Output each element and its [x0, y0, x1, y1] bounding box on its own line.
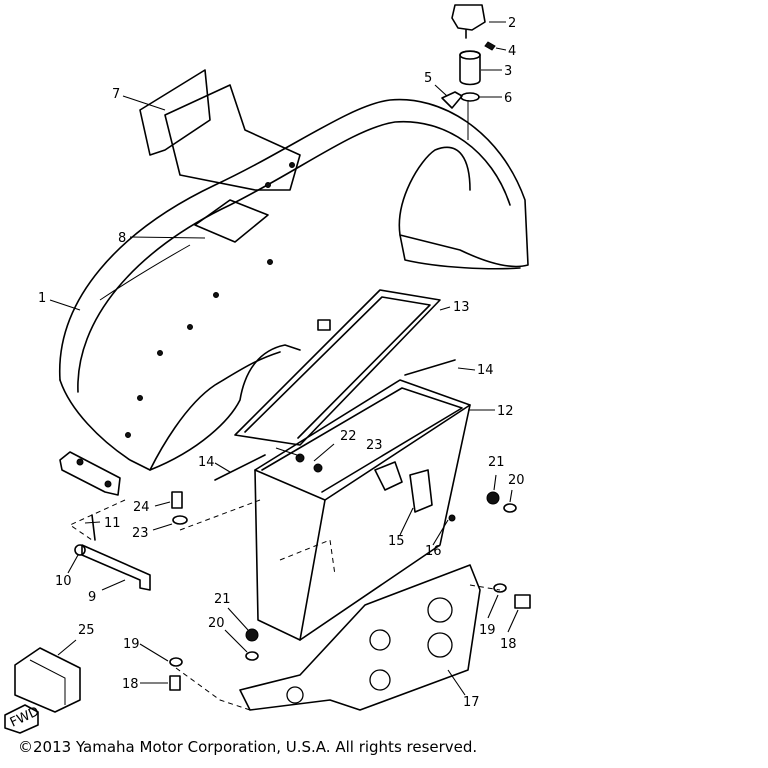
label-part-20a: 20	[208, 616, 225, 631]
label-part-20b: 20	[508, 473, 525, 488]
label-part-18b: 18	[500, 637, 517, 652]
tail-lamp	[4, 647, 81, 734]
label-part-1: 1	[38, 291, 46, 306]
label-part-8: 8	[118, 231, 126, 246]
cap-assembly	[441, 4, 496, 140]
label-part-21b: 21	[488, 455, 505, 470]
rear-fender	[59, 98, 529, 496]
label-part-25: 25	[78, 623, 95, 638]
label-part-19b: 19	[479, 623, 496, 638]
label-part-4: 4	[508, 44, 516, 59]
label-part-6: 6	[504, 91, 512, 106]
label-part-15: 15	[388, 534, 405, 549]
label-part-17: 17	[463, 695, 480, 710]
stay-bracket	[74, 514, 151, 591]
fwd-arrow-label: FWD	[8, 704, 42, 730]
mud-flap	[139, 69, 301, 191]
assembly-lines	[68, 499, 501, 711]
copyright-notice: ©2013 Yamaha Motor Corporation, U.S.A. A…	[18, 738, 478, 756]
label-part-16: 16	[425, 544, 442, 559]
label-part-7: 7	[112, 87, 120, 102]
tool-box	[254, 379, 471, 641]
label-part-3: 3	[504, 64, 512, 79]
label-part-19a: 19	[123, 637, 140, 652]
label-part-21a: 21	[214, 592, 231, 607]
label-part-24: 24	[133, 500, 150, 515]
reflector-plate	[194, 199, 269, 243]
label-part-10: 10	[55, 574, 72, 589]
label-part-2: 2	[508, 16, 516, 31]
label-part-5: 5	[424, 71, 432, 86]
exploded-parts-diagram: 2 4 3 5 6 7 8 1 13 14 12 22 23 14 21 20 …	[4, 4, 531, 734]
label-part-23b: 23	[366, 438, 383, 453]
label-part-18a: 18	[122, 677, 139, 692]
label-part-22: 22	[340, 429, 357, 444]
rods	[214, 359, 456, 481]
mounting-bracket	[239, 564, 481, 711]
label-part-12: 12	[497, 404, 514, 419]
box-frame	[234, 289, 441, 446]
leader-lines	[49, 21, 519, 696]
label-part-11: 11	[104, 516, 121, 531]
label-part-9: 9	[88, 590, 96, 605]
label-part-14b: 14	[477, 363, 494, 378]
label-part-14a: 14	[198, 455, 215, 470]
bolts-and-washers	[169, 453, 531, 691]
label-part-13: 13	[453, 300, 470, 315]
label-part-23a: 23	[132, 526, 149, 541]
